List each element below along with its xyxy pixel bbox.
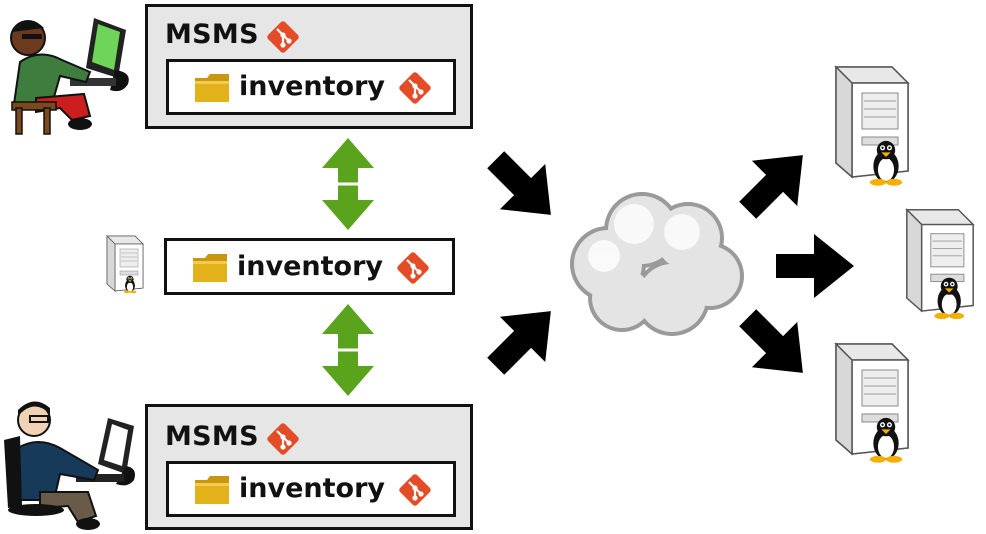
- submodule-label: inventory: [237, 251, 383, 282]
- repo-bottom: MSMS inventory: [145, 404, 473, 530]
- arrow-icon: [725, 295, 826, 396]
- server-icon: [106, 235, 144, 294]
- arrow-icon: [725, 132, 826, 233]
- sync-arrow-icon: [322, 138, 374, 230]
- git-icon: [264, 18, 302, 56]
- git-icon: [396, 471, 434, 509]
- submodule-label: inventory: [239, 71, 385, 102]
- arrow-icon: [473, 288, 574, 389]
- submodule-box: inventory: [166, 461, 456, 517]
- server-icon: [835, 343, 909, 463]
- repo-middle: inventory: [164, 238, 455, 295]
- developer-icon: [4, 401, 135, 530]
- repo-top: MSMS inventory: [145, 4, 473, 129]
- submodule-label: inventory: [239, 473, 385, 504]
- git-icon: [396, 69, 434, 107]
- sync-arrow-icon: [322, 304, 374, 396]
- git-icon: [264, 420, 302, 458]
- arrow-icon: [776, 234, 854, 298]
- cloud-icon: [570, 192, 744, 336]
- folder-icon: [195, 74, 229, 102]
- developer-icon: [10, 18, 129, 135]
- repo-title: MSMS: [165, 19, 259, 50]
- folder-icon: [193, 254, 227, 282]
- submodule-box: inventory: [166, 59, 456, 115]
- server-icon: [906, 209, 974, 320]
- git-icon: [394, 249, 432, 287]
- folder-icon: [195, 476, 229, 504]
- server-icon: [835, 66, 909, 186]
- repo-title: MSMS: [165, 421, 259, 452]
- arrow-icon: [473, 137, 574, 238]
